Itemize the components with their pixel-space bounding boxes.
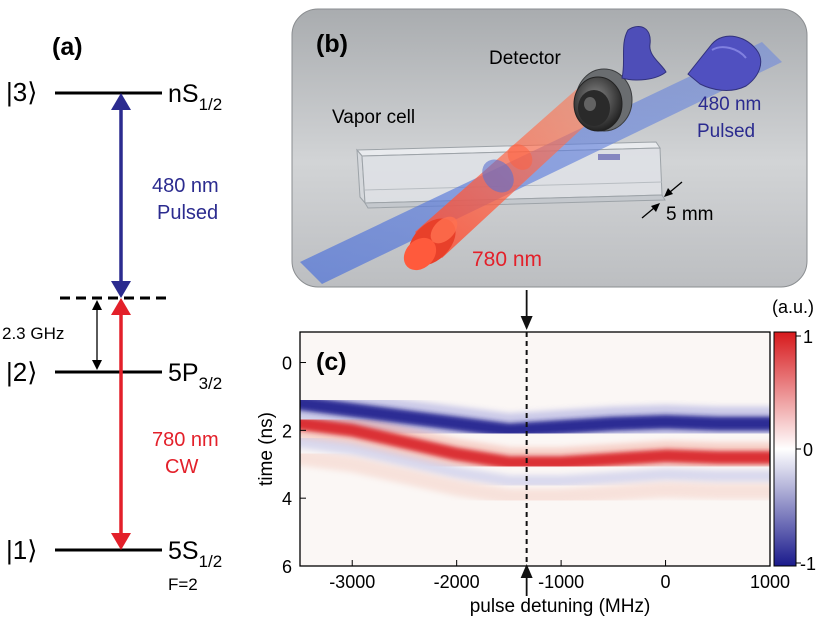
y-tick-label: 4 [282, 489, 292, 509]
y-axis-label: time (ns) [256, 412, 277, 486]
ket-3: |3⟩ [6, 77, 37, 107]
vapor-cell-label: Vapor cell [332, 107, 415, 128]
colorbar-unit: (a.u.) [772, 297, 814, 317]
panel-b: (b) [291, 8, 808, 288]
trailing-negative-band [300, 436, 770, 488]
state-1: |1⟩ 5S1/2 F=2 [6, 535, 222, 594]
marker-bottom-arrow [520, 564, 533, 596]
x-tick-label: -1000 [538, 572, 584, 592]
heatmap-area [300, 332, 770, 566]
panel-c-label: (c) [316, 348, 347, 376]
marker-arrow-head [520, 564, 533, 578]
red-beam [415, 88, 602, 258]
red-laser-source [403, 216, 458, 271]
blue-beam-mode: Pulsed [697, 121, 755, 142]
red-laser-mode: CW [165, 456, 198, 478]
panel-c: (c) -3000 -2000 -1000 0 1000 0 2 4 6 pulse detu… [256, 297, 816, 617]
panel-a: (a) |3⟩ nS1/2 |2⟩ 5P3/2 |1⟩ 5S1/2 F=2 [2, 33, 222, 594]
negative-band-core [300, 396, 770, 438]
y-axis-ticks: 0 2 4 6 [282, 354, 306, 577]
heatmap-frame [299, 331, 771, 567]
state-2-label: 5P3/2 [168, 359, 222, 393]
connector-arrow [520, 290, 533, 330]
red-beam-label: 780 nm [472, 248, 542, 271]
blue-laser-wavelength: 480 nm [152, 175, 219, 197]
red-laser-arrow [111, 298, 131, 550]
colorbar-tick-zero: 0 [803, 440, 813, 460]
colorbar: (a.u.) 1 0 -1 [772, 297, 816, 574]
detuning-arrow [92, 300, 102, 370]
x-tick-label: -3000 [329, 572, 375, 592]
state-1-label: 5S1/2 [168, 537, 222, 571]
colorbar-tick-max: 1 [803, 327, 813, 347]
red-laser-wavelength: 780 nm [152, 429, 219, 451]
ket-2: |2⟩ [6, 357, 37, 387]
thickness-arrows [641, 181, 683, 219]
blue-laser-optics [621, 26, 762, 91]
x-axis-ticks: -3000 -2000 -1000 0 1000 [329, 560, 790, 592]
heatmap-bands [300, 386, 770, 505]
panel-a-label: (a) [52, 33, 83, 61]
detector-icon [573, 68, 633, 132]
colorbar-gradient [773, 331, 797, 567]
x-axis-label: pulse detuning (MHz) [470, 596, 651, 617]
cell-thickness-label: 5 mm [666, 204, 714, 225]
ket-1: |1⟩ [6, 535, 37, 565]
panel-b-label: (b) [316, 30, 348, 58]
detector-label: Detector [489, 48, 561, 69]
positive-band-core [300, 417, 770, 470]
blue-beam-wavelength: 480 nm [698, 94, 761, 115]
colorbar-tick-min: -1 [800, 554, 816, 574]
y-tick-label: 0 [282, 354, 292, 374]
y-tick-label: 2 [282, 421, 292, 441]
hyperfine-label: F=2 [168, 575, 198, 594]
blue-laser-arrow [111, 93, 131, 298]
blue-laser-mode: Pulsed [157, 202, 218, 224]
x-tick-label: -2000 [434, 572, 480, 592]
state-2: |2⟩ 5P3/2 [6, 357, 222, 393]
y-tick-label: 6 [282, 557, 292, 577]
detuning-label: 2.3 GHz [2, 324, 64, 343]
state-3-label: nS1/2 [168, 80, 222, 114]
x-tick-label: 1000 [750, 572, 790, 592]
state-3: |3⟩ nS1/2 [6, 77, 222, 114]
trailing-positive-band [300, 449, 770, 505]
x-tick-label: 0 [661, 572, 671, 592]
